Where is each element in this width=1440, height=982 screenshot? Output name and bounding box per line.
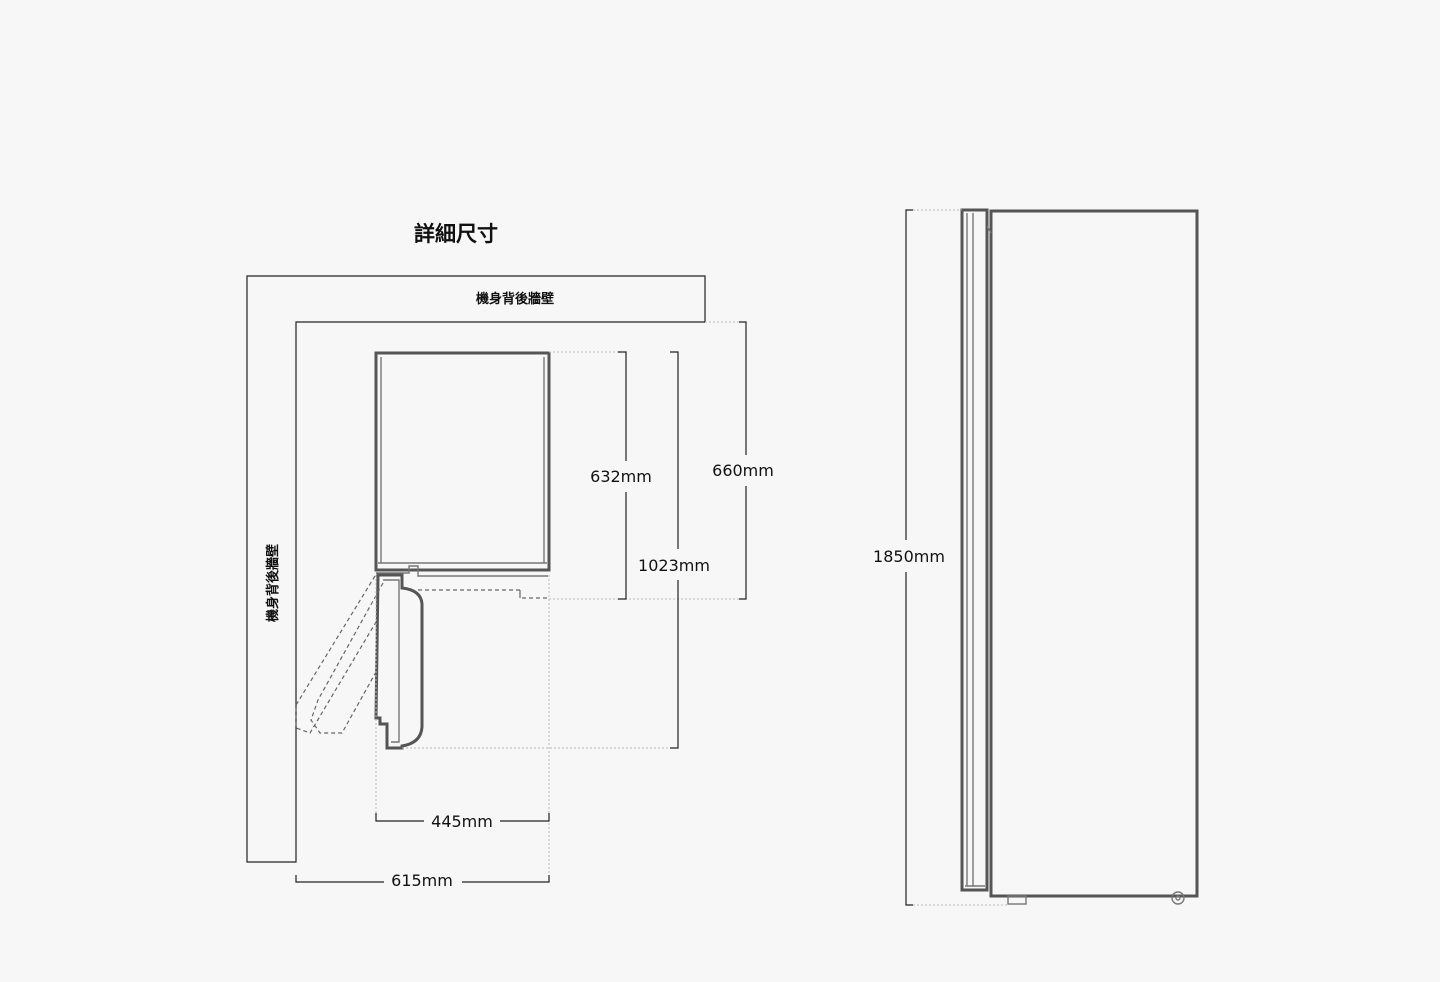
diagram-title: 詳細尺寸 <box>414 222 498 246</box>
dimension-632 <box>618 351 627 600</box>
dimension-445 <box>375 813 550 822</box>
wall-label-side: 機身背後牆壁 <box>265 544 281 622</box>
door-swing-outline <box>295 575 548 734</box>
dimension-label-1850: 1850mm <box>873 547 945 566</box>
extension-lines <box>375 321 746 882</box>
fridge-side-view <box>960 208 1199 905</box>
dimension-660 <box>739 321 747 600</box>
dimension-1850 <box>905 209 1008 906</box>
wall-label-top: 機身背後牆壁 <box>476 291 554 307</box>
dimension-label-632: 632mm <box>590 467 652 486</box>
open-door <box>374 573 424 750</box>
dimension-label-615: 615mm <box>391 871 453 890</box>
dimension-615 <box>295 875 550 883</box>
dimension-1023 <box>670 351 679 749</box>
dimension-label-1023: 1023mm <box>638 556 710 575</box>
fridge-top-view <box>374 351 551 577</box>
rear-wall <box>246 275 706 863</box>
dimension-label-445: 445mm <box>431 812 493 831</box>
dimension-label-660: 660mm <box>712 461 774 480</box>
